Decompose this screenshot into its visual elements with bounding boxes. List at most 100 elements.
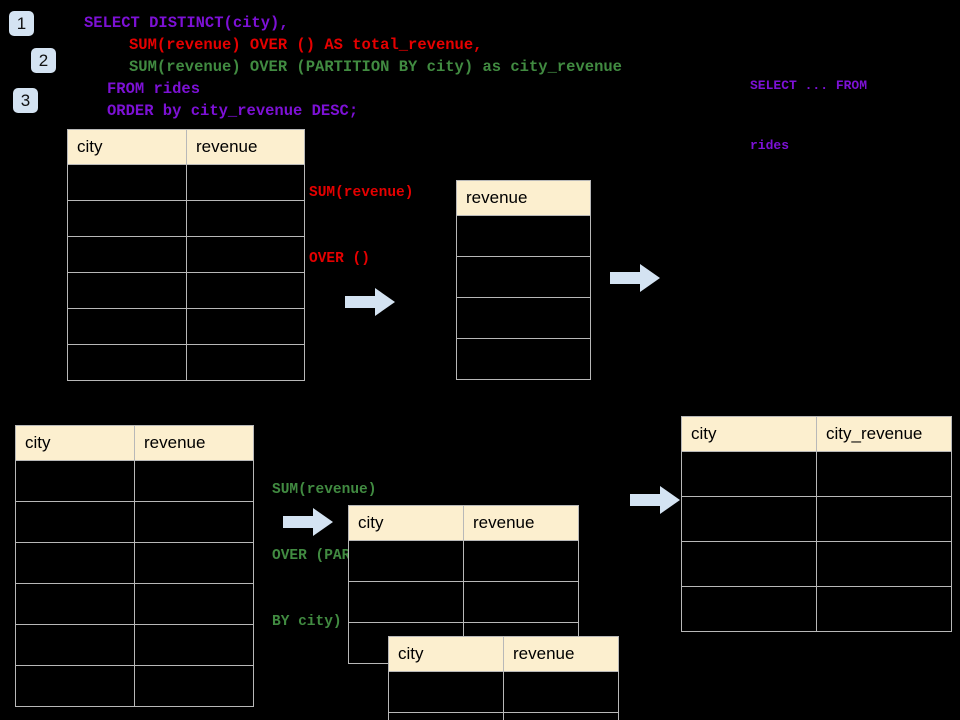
cell-revenue	[456, 297, 591, 339]
cell-revenue	[186, 164, 305, 201]
table-header-row: city revenue	[15, 425, 254, 461]
cell-city-revenue	[816, 451, 952, 497]
table-row	[15, 542, 254, 584]
table-row	[67, 164, 305, 201]
cell-city	[67, 236, 187, 273]
table-row	[15, 501, 254, 543]
table-row	[681, 541, 952, 587]
cell-revenue	[463, 540, 579, 582]
column-header-city-revenue: city_revenue	[816, 416, 952, 452]
column-header-city: city	[67, 129, 187, 165]
cell-revenue	[503, 671, 619, 713]
cell-revenue	[186, 236, 305, 273]
cell-revenue	[186, 200, 305, 237]
cell-city	[348, 540, 464, 582]
cell-revenue	[186, 308, 305, 345]
annotation-total-revenue-line-1: SUM(revenue)	[309, 185, 414, 201]
cell-city-revenue	[816, 586, 952, 632]
cell-revenue	[134, 460, 254, 502]
step-badge-1: 1	[9, 11, 34, 36]
cell-revenue	[186, 272, 305, 309]
column-header-revenue: revenue	[456, 180, 591, 216]
cell-revenue	[456, 256, 591, 298]
sql-line-order-by: ORDER by city_revenue DESC;	[107, 102, 359, 120]
column-header-revenue: revenue	[186, 129, 305, 165]
cell-city	[681, 451, 817, 497]
cell-city	[67, 344, 187, 381]
table-row	[456, 215, 591, 257]
cell-city	[388, 671, 504, 713]
step-badge-3: 3	[13, 88, 38, 113]
column-header-revenue: revenue	[503, 636, 619, 672]
cell-revenue	[456, 338, 591, 380]
table-row	[15, 583, 254, 625]
cell-revenue	[456, 215, 591, 257]
cell-revenue	[463, 581, 579, 623]
rides-source-table-top: city revenue	[67, 129, 305, 381]
cell-revenue	[134, 583, 254, 625]
table-header-row: city revenue	[348, 505, 579, 541]
cell-revenue	[186, 344, 305, 381]
table-row	[681, 586, 952, 632]
cell-city-revenue	[816, 496, 952, 542]
step-badge-2-label: 2	[38, 51, 49, 70]
annotation-city-revenue-line-3: BY city)	[272, 614, 342, 630]
side-note-line-2: rides	[750, 138, 790, 153]
cell-city	[15, 501, 135, 543]
cell-city	[15, 665, 135, 707]
column-header-revenue: revenue	[463, 505, 579, 541]
cell-city	[67, 308, 187, 345]
table-row	[67, 200, 305, 237]
table-row	[67, 344, 305, 381]
cell-revenue	[134, 501, 254, 543]
table-row	[348, 581, 579, 623]
step-badge-2: 2	[31, 48, 56, 73]
cell-city	[67, 164, 187, 201]
cell-city	[348, 581, 464, 623]
table-row	[67, 308, 305, 345]
table-row	[456, 256, 591, 298]
side-note-line-1: SELECT ... FROM	[750, 78, 868, 93]
table-row	[388, 671, 619, 713]
sql-line-from: FROM rides	[107, 80, 201, 98]
sql-line-select-distinct: SELECT DISTINCT(city),	[84, 14, 289, 32]
table-header-row: city revenue	[388, 636, 619, 672]
arrow-source-to-partition	[283, 508, 333, 536]
sql-line-total-revenue: SUM(revenue) OVER () AS total_revenue,	[129, 36, 483, 54]
arrow-source-to-total	[345, 288, 395, 316]
sql-line-city-revenue: SUM(revenue) OVER (PARTITION BY city) as…	[129, 58, 622, 76]
cell-city	[681, 541, 817, 587]
cell-revenue	[134, 624, 254, 666]
rides-source-table-bottom: city revenue	[15, 425, 254, 707]
table-row	[15, 665, 254, 707]
table-row	[388, 712, 619, 720]
column-header-revenue: revenue	[134, 425, 254, 461]
step-badge-3-label: 3	[20, 91, 31, 110]
cell-city	[67, 200, 187, 237]
table-row	[15, 624, 254, 666]
partition-group-table-a: city revenue	[348, 505, 579, 664]
column-header-city: city	[15, 425, 135, 461]
total-revenue-table: revenue	[456, 180, 591, 380]
cell-city	[681, 586, 817, 632]
table-row	[681, 496, 952, 542]
cell-revenue	[134, 542, 254, 584]
cell-city	[15, 460, 135, 502]
cell-city	[67, 272, 187, 309]
column-header-city: city	[388, 636, 504, 672]
table-row	[348, 540, 579, 582]
table-row	[15, 460, 254, 502]
table-row	[681, 451, 952, 497]
cell-city	[681, 496, 817, 542]
table-row	[67, 272, 305, 309]
table-header-row: revenue	[456, 180, 591, 216]
arrow-partition-to-final	[630, 486, 680, 514]
table-row	[67, 236, 305, 273]
partition-group-table-b: city revenue	[388, 636, 619, 720]
annotation-city-revenue-line-1: SUM(revenue)	[272, 482, 377, 498]
table-header-row: city revenue	[67, 129, 305, 165]
cell-city	[15, 583, 135, 625]
cell-city	[15, 542, 135, 584]
cell-revenue	[134, 665, 254, 707]
final-result-table: city city_revenue	[681, 416, 952, 632]
